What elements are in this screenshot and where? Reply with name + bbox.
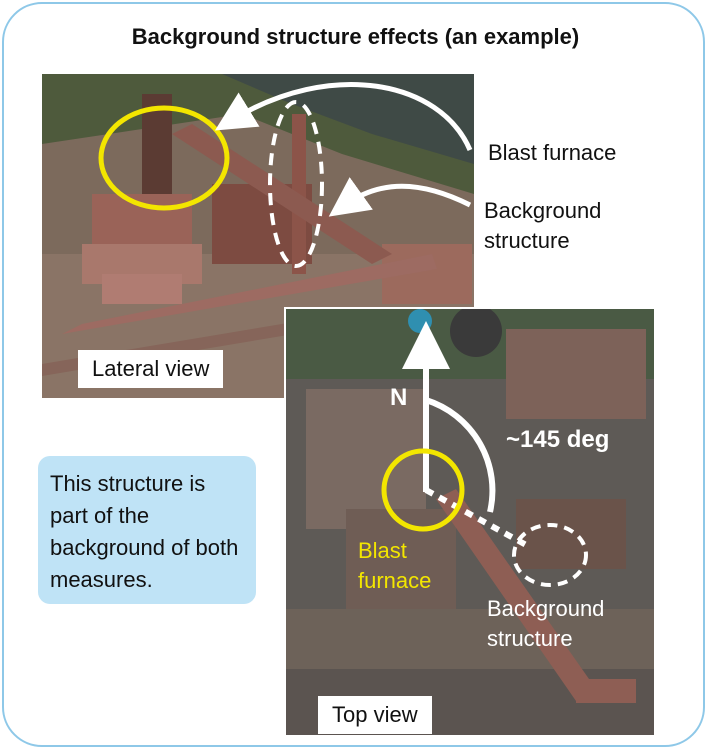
arrow-to-blast-furnace (214, 82, 473, 151)
angle-arc (425, 397, 496, 513)
angle-label: ~145 deg (506, 426, 610, 453)
background-structure-callout: Background structure (484, 198, 602, 253)
top-view-photo (284, 307, 656, 737)
top-background-structure-label: Background structure (487, 596, 605, 651)
top-blast-furnace-label: Blast furnace (358, 538, 432, 593)
slide-title: Background structure effects (an example… (131, 24, 580, 49)
note-box: This structure is part of the background… (38, 456, 256, 604)
north-label: N (390, 384, 408, 411)
top-view-label: Top view (318, 696, 432, 734)
lateral-view-label: Lateral view (78, 350, 224, 388)
top-background-structure-ellipse (512, 523, 588, 587)
arrow-to-background-structure (328, 177, 472, 217)
blast-furnace-callout: Blast furnace (488, 140, 617, 165)
top-blast-furnace-circle (381, 448, 465, 532)
dotted-bearing-line (424, 487, 530, 549)
